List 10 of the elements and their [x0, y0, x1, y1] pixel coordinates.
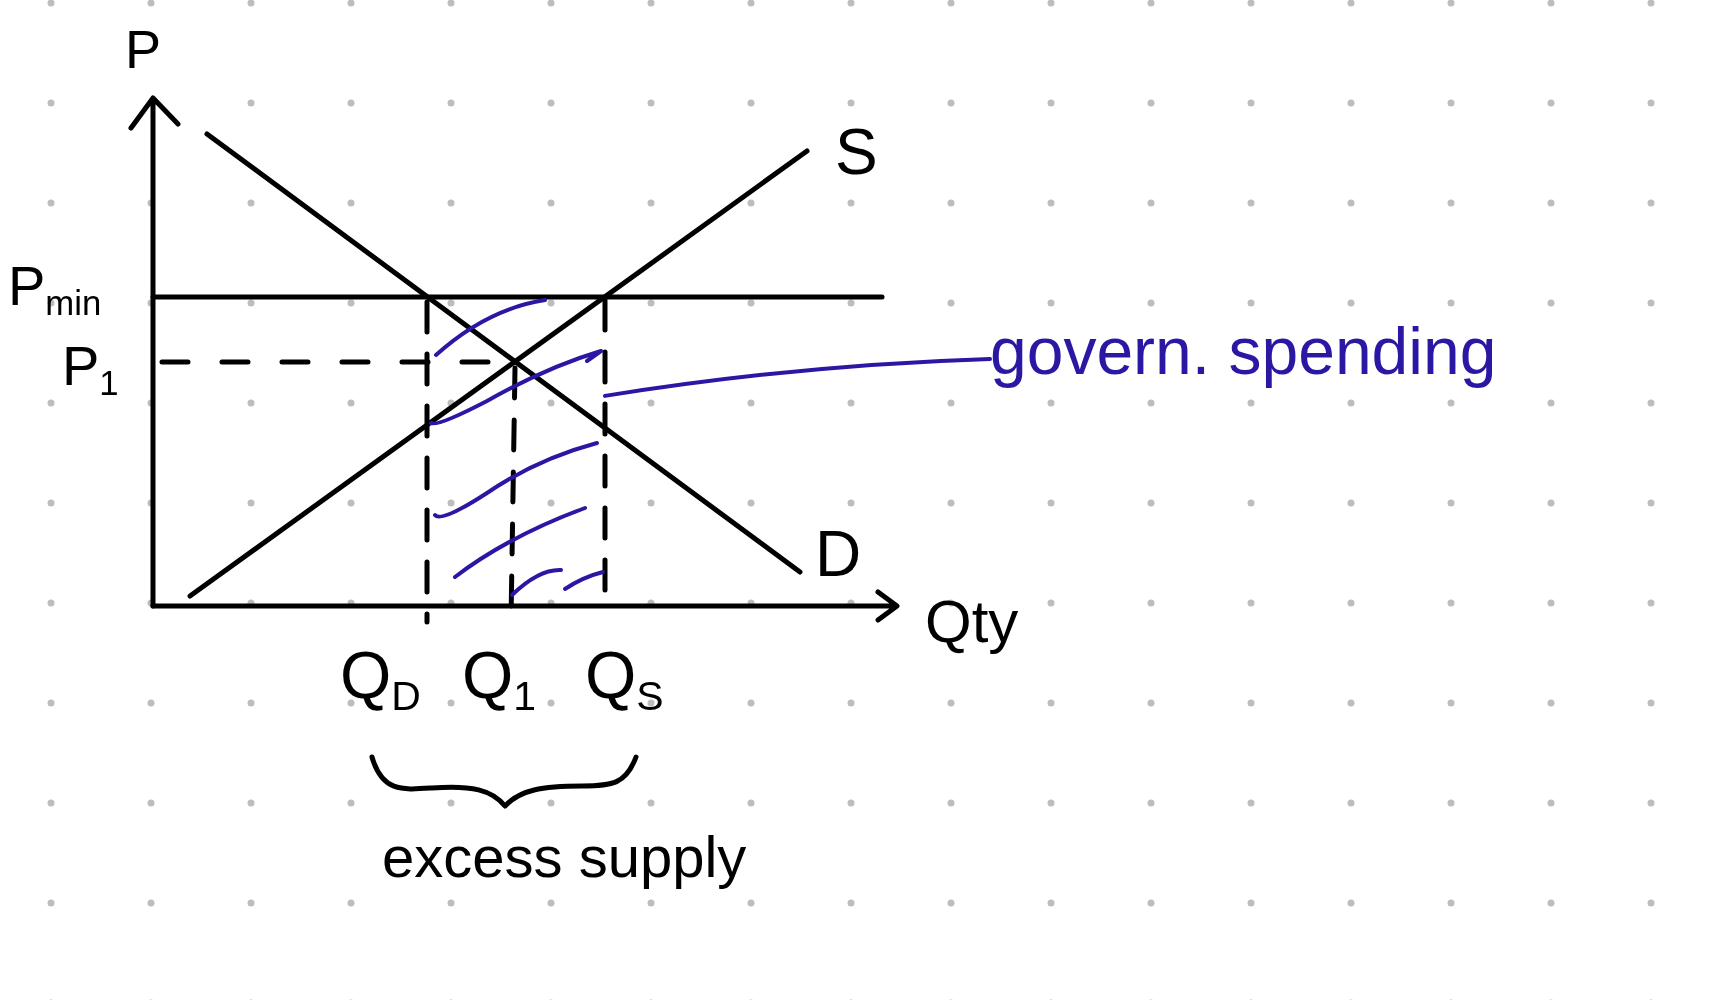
quantity-label: Q$_{1}$ — [462, 642, 537, 718]
quantity-label: Q$_{S}$ — [585, 642, 664, 718]
price-label: P$_{1}$ — [62, 338, 119, 402]
leader-line — [603, 356, 992, 398]
axis-label: P — [125, 22, 162, 76]
price-label: P$_{min}$ — [8, 258, 102, 322]
curve-label: S — [835, 120, 878, 184]
quantity-label: Q$_{D}$ — [340, 642, 421, 718]
axis-label: Qty — [925, 592, 1019, 652]
curve-label: D — [815, 522, 862, 586]
